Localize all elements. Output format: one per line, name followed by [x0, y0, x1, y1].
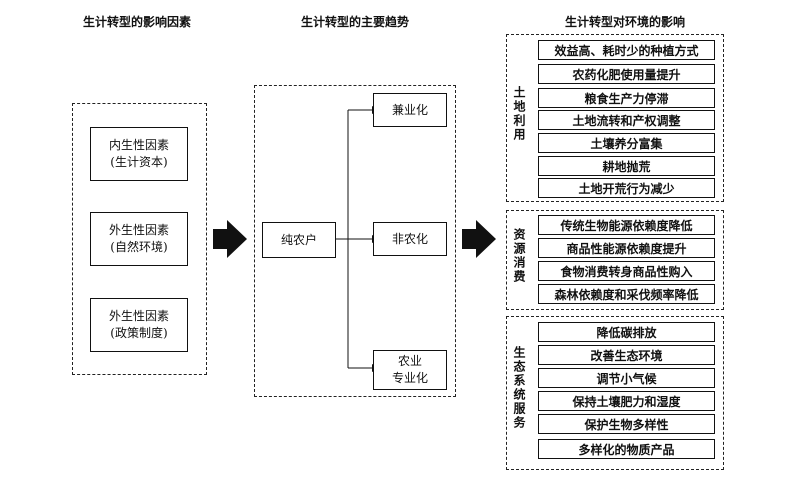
arrow-trends-to-impacts — [462, 220, 496, 258]
impact-group-ecosystem — [506, 316, 724, 470]
impact-item: 多样化的物质产品 — [538, 439, 715, 459]
impact-item: 土地流转和产权调整 — [538, 110, 715, 130]
impact-item: 农药化肥使用量提升 — [538, 64, 715, 84]
arrow-factors-to-trends — [213, 220, 247, 258]
impact-group-resource — [506, 210, 724, 310]
factor-box-natural: 外生性因素 (自然环境) — [90, 212, 188, 266]
factor-box-endogenous: 内生性因素 (生计资本) — [90, 127, 188, 181]
impact-item: 土地开荒行为减少 — [538, 178, 715, 198]
factors-container — [72, 103, 207, 375]
impact-item: 耕地抛荒 — [538, 156, 715, 176]
trend-box-nonfarm: 非农化 — [373, 222, 447, 256]
factors-header: 生计转型的影响因素 — [82, 15, 191, 29]
impact-item: 土壤养分富集 — [538, 133, 715, 153]
impact-item: 保护生物多样性 — [538, 414, 715, 434]
impact-item: 保持土壤肥力和湿度 — [538, 391, 715, 411]
impact-group-land-use — [506, 34, 724, 202]
impact-label-resource: 资源消费 — [512, 228, 526, 284]
impact-item: 粮食生产力停滞 — [538, 88, 715, 108]
impact-item: 商品性能源依赖度提升 — [538, 238, 715, 258]
trend-box-parttime: 兼业化 — [373, 93, 447, 127]
impact-item: 调节小气候 — [538, 368, 715, 388]
impact-item: 效益高、耗时少的种植方式 — [538, 40, 715, 60]
trends-header: 生计转型的主要趋势 — [300, 15, 409, 29]
impact-item: 改善生态环境 — [538, 345, 715, 365]
factor-box-policy: 外生性因素 (政策制度) — [90, 298, 188, 352]
impact-item: 降低碳排放 — [538, 322, 715, 342]
impact-item: 森林依赖度和采伐频率降低 — [538, 284, 715, 304]
trends-container — [254, 85, 456, 397]
trend-box-specialized: 农业 专业化 — [373, 350, 447, 390]
impact-item: 食物消费转身商品性购入 — [538, 261, 715, 281]
impact-label-ecosystem: 生态系统服务 — [512, 346, 526, 430]
impacts-header: 生计转型对环境的影响 — [564, 15, 685, 29]
impact-item: 传统生物能源依赖度降低 — [538, 215, 715, 235]
impact-label-land-use: 土地利用 — [512, 86, 526, 142]
trend-source-box: 纯农户 — [262, 222, 336, 258]
